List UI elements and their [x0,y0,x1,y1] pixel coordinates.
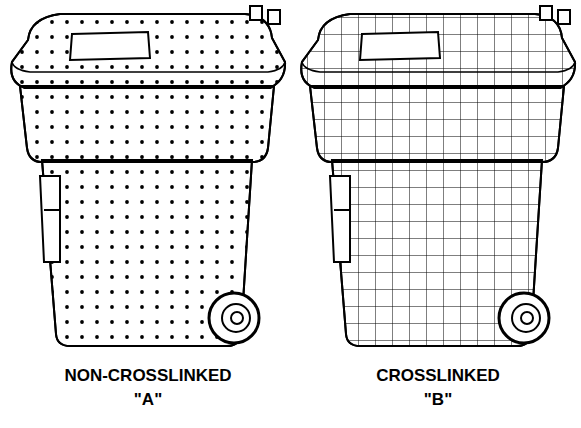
cart-label: "B" [288,390,581,410]
cart-label: NON-CROSSLINKED [0,366,298,386]
cart-label: "A" [0,390,298,410]
cart-label: CROSSLINKED [288,366,581,386]
non-crosslinked-cart [0,0,290,350]
crosslinked-cart [290,0,580,350]
